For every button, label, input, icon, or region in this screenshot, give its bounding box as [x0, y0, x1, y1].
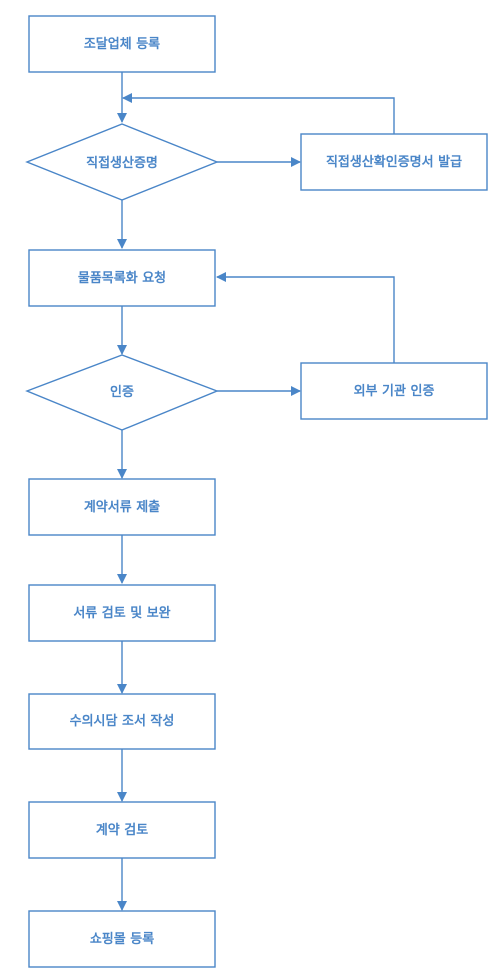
node-direct-production-cert: 직접생산확인증명서 발급 — [300, 133, 488, 191]
node-label-private-contract-survey: 수의시담 조서 작성 — [70, 713, 175, 729]
node-external-certification: 외부 기관 인증 — [300, 362, 488, 420]
node-label-register-supplier: 조달업체 등록 — [84, 37, 160, 52]
edge-external-loop-back — [216, 272, 395, 363]
node-label-direct-production-cert: 직접생산확인증명서 발급 — [326, 154, 462, 170]
node-label-submit-contract-docs: 계약서류 제출 — [84, 499, 160, 515]
node-catalog-request: 물품목록화 요청 — [28, 249, 216, 307]
node-submit-contract-docs: 계약서류 제출 — [28, 478, 216, 536]
node-certification: 인증 — [25, 354, 219, 431]
edges — [117, 72, 395, 911]
node-direct-production-proof: 직접생산증명 — [25, 123, 219, 201]
node-review-docs: 서류 검토 및 보완 — [28, 584, 216, 642]
node-mall-registration: 쇼핑몰 등록 — [28, 910, 216, 968]
node-label-certification: 인증 — [110, 384, 134, 400]
node-private-contract-survey: 수의시담 조서 작성 — [28, 693, 216, 750]
node-label-review-docs: 서류 검토 및 보완 — [73, 606, 170, 621]
node-label-direct-production-proof: 직접생산증명 — [86, 155, 158, 171]
node-label-mall-registration: 쇼핑몰 등록 — [90, 931, 154, 947]
node-label-catalog-request: 물품목록화 요청 — [78, 270, 166, 286]
node-register-supplier: 조달업체 등록 — [28, 15, 216, 73]
node-label-contract-review: 계약 검토 — [96, 822, 148, 838]
node-contract-review: 계약 검토 — [28, 801, 216, 859]
edge-cert-loop-back — [122, 93, 395, 134]
node-label-external-certification: 외부 기관 인증 — [354, 383, 435, 399]
